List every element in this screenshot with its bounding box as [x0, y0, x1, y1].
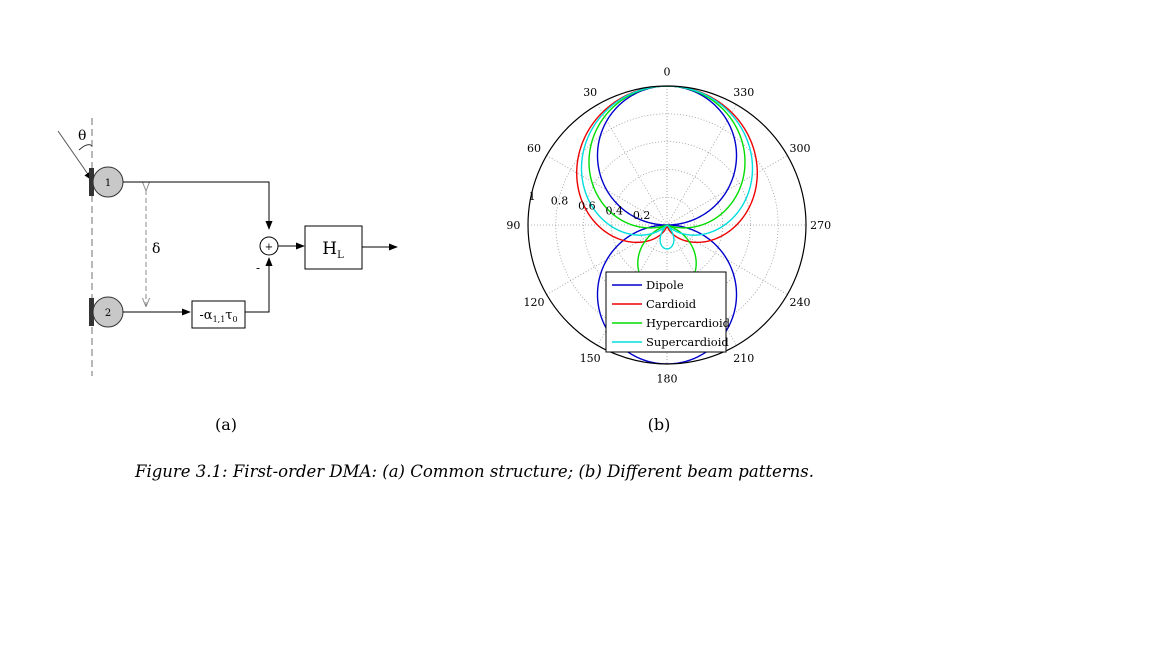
- mic1-housing: [89, 168, 94, 196]
- angle-tick-label: 90: [506, 219, 520, 232]
- incident-ray: [57, 130, 93, 181]
- mic1-label: 1: [105, 178, 111, 189]
- mic2-housing: [89, 298, 94, 326]
- series-dipole-curve: [596, 86, 738, 364]
- angle-tick-label: 240: [790, 296, 811, 309]
- delay-block: [191, 300, 246, 329]
- legend-label-supercardioid: Supercardioid: [646, 335, 729, 349]
- series-cardioid-curve: [576, 86, 758, 244]
- angle-label: θ: [78, 128, 86, 144]
- mic2-label: 2: [105, 308, 111, 319]
- angle-labels: 0 30 60 90 120 150 180 210 240 270 300 330: [506, 65, 831, 385]
- polar-outer-circle: [527, 85, 807, 365]
- angle-tick-label: 60: [527, 142, 541, 155]
- radius-tick-label: 0.6: [578, 200, 596, 213]
- minus-sign: -: [256, 261, 260, 275]
- top-signal-path: [123, 181, 273, 230]
- legend-label-dipole: Dipole: [646, 278, 684, 292]
- angle-tick-label: 30: [583, 86, 597, 99]
- figure-caption: Figure 3.1: First-order DMA: (a) Common …: [135, 462, 814, 481]
- radius-tick-label: 0.4: [605, 204, 623, 217]
- radius-tick-label: 0.2: [633, 209, 651, 222]
- radius-tick-label: 1: [529, 190, 536, 203]
- legend-label-cardioid: Cardioid: [646, 297, 697, 311]
- legend-label-hypercardioid: Hypercardioid: [646, 316, 731, 330]
- sublabel-b: (b): [648, 415, 671, 434]
- angle-tick-label: 0: [664, 65, 671, 78]
- angle-tick-label: 150: [580, 352, 601, 365]
- delay-output-path: [245, 257, 273, 313]
- sum-symbol: +: [265, 242, 273, 253]
- angle-tick-label: 210: [733, 352, 754, 365]
- angle-tick-label: 120: [523, 296, 544, 309]
- angle-tick-label: 330: [733, 86, 754, 99]
- spacing-label: δ: [152, 241, 160, 257]
- radius-labels: 0.2 0.4 0.6 0.8 1: [529, 190, 651, 222]
- angle-tick-label: 300: [790, 142, 811, 155]
- angle-tick-label: 180: [657, 373, 678, 386]
- sublabel-a: (a): [215, 415, 237, 434]
- block-diagram: θ 1 2 δ -α1,1τ0 + - HL: [57, 118, 398, 376]
- angle-arc: [78, 144, 93, 151]
- series-supercardioid-curve: [580, 86, 754, 250]
- angle-tick-label: 270: [810, 219, 831, 232]
- filter-label: HL: [322, 239, 344, 261]
- radius-tick-label: 0.8: [551, 195, 569, 208]
- delay-label: -α1,1τ0: [199, 308, 237, 324]
